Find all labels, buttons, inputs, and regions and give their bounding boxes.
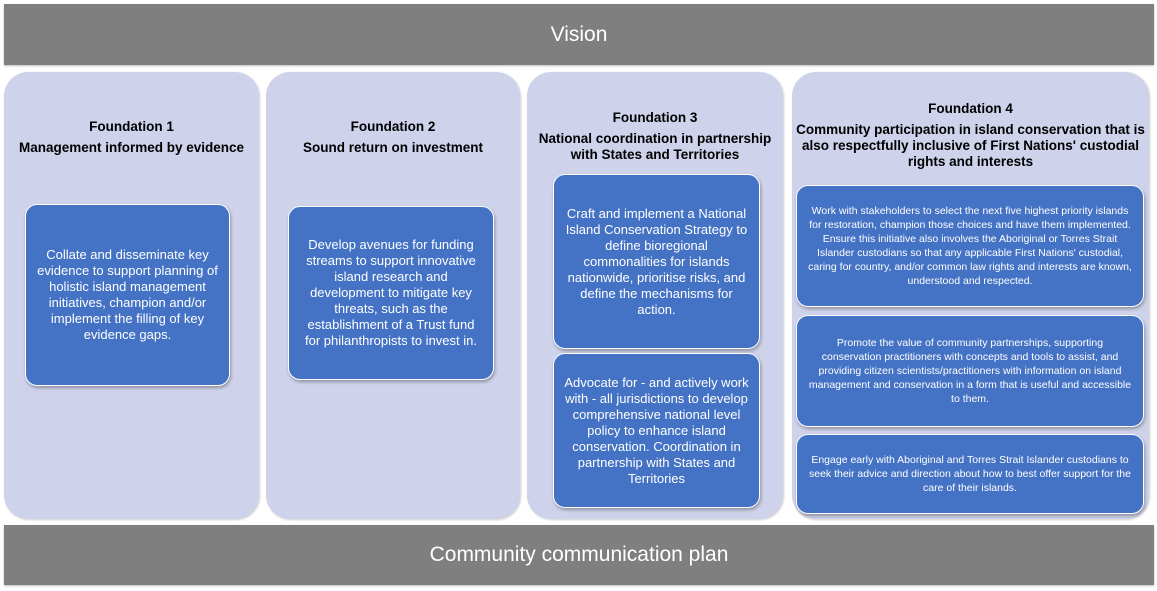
foundation-3-action-text-2: Advocate for - and actively work with - …	[564, 374, 749, 486]
foundation-2-header: Foundation 2 Sound return on investment	[270, 119, 516, 156]
foundation-1-action-text: Collate and disseminate key evidence to …	[37, 247, 218, 342]
foundation-1-subtitle: Management informed by evidence	[18, 140, 245, 155]
foundation-4-column: Foundation 4 Community participation in …	[792, 72, 1149, 519]
foundation-1-action-box: Collate and disseminate key evidence to …	[25, 204, 230, 386]
foundation-3-action-text-1: Craft and implement a National Island Co…	[565, 205, 748, 317]
foundation-4-header: Foundation 4 Community participation in …	[796, 101, 1145, 170]
foundation-2-action-text: Develop avenues for funding streams to s…	[305, 237, 477, 348]
foundation-2-subtitle: Sound return on investment	[302, 140, 483, 155]
vision-banner: Vision	[4, 4, 1154, 65]
foundation-4-title: Foundation 4	[928, 101, 1013, 116]
foundation-1-title: Foundation 1	[89, 119, 174, 134]
foundation-3-header: Foundation 3 National coordination in pa…	[531, 110, 779, 163]
foundation-2-title: Foundation 2	[350, 119, 436, 134]
foundation-4-action-box-2: Promote the value of community partnersh…	[796, 315, 1144, 427]
foundation-1-header: Foundation 1 Management informed by evid…	[8, 119, 255, 156]
foundation-3-title: Foundation 3	[612, 110, 698, 125]
foundation-4-action-text-1: Work with stakeholders to select the nex…	[808, 205, 1132, 287]
foundation-4-action-text-2: Promote the value of community partnersh…	[808, 337, 1132, 405]
foundation-4-action-text-3: Engage early with Aboriginal and Torres …	[808, 454, 1131, 494]
foundation-3-action-box-1: Craft and implement a National Island Co…	[553, 174, 760, 349]
foundation-4-action-box-3: Engage early with Aboriginal and Torres …	[796, 434, 1144, 514]
foundation-4-subtitle: Community participation in island conser…	[796, 122, 1145, 169]
foundation-1-column: Foundation 1 Management informed by evid…	[4, 72, 259, 519]
foundation-3-action-box-2: Advocate for - and actively work with - …	[553, 353, 760, 508]
communication-plan-banner: Community communication plan	[4, 525, 1154, 585]
foundation-2-column: Foundation 2 Sound return on investment …	[266, 72, 520, 519]
foundation-3-column: Foundation 3 National coordination in pa…	[527, 72, 783, 519]
foundation-3-subtitle: National coordination in partnership wit…	[538, 131, 772, 162]
foundation-2-action-box: Develop avenues for funding streams to s…	[288, 206, 494, 380]
foundation-4-action-box-1: Work with stakeholders to select the nex…	[796, 185, 1144, 307]
